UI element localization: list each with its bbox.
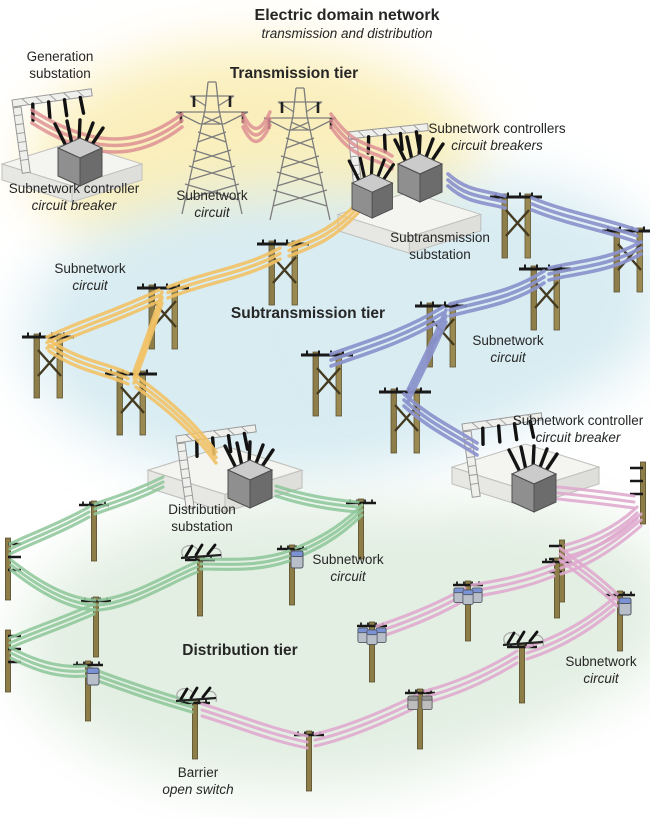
label-generation-substation: Generation substation — [26, 49, 94, 82]
pole-transformer-icon — [618, 597, 632, 616]
subtransmission-lines-east — [329, 172, 643, 457]
label-subtransmission-controllers: Subnetwork controllers circuit breakers — [428, 121, 566, 154]
label-subtransmission-substation: Subtransmission substation — [390, 230, 490, 263]
pole-transformer-bank — [357, 627, 387, 645]
distribution-lines-east — [200, 485, 643, 750]
tier-label-subtransmission: Subtransmission tier — [230, 305, 386, 322]
transmission-lines — [30, 108, 394, 171]
pole-transformer-icon — [86, 667, 100, 686]
label-subtransmission-circuit-east: Subnetwork circuit — [472, 333, 544, 366]
distribution-tint — [20, 500, 650, 790]
subtransmission-lines-west — [45, 200, 360, 465]
pole-transformer-icon — [290, 550, 304, 569]
label-generation-controller: Subnetwork controller circuit breaker — [8, 181, 140, 214]
diagram-subtitle: transmission and distribution — [261, 26, 433, 41]
pole-transformer-bank — [453, 587, 483, 605]
label-transmission-circuit: Subnetwork circuit — [176, 188, 248, 221]
label-distribution-circuit-west: Subnetwork circuit — [312, 552, 384, 585]
label-barrier-open-switch: Barrier open switch — [162, 765, 234, 798]
label-subtransmission-circuit-west: Subnetwork circuit — [54, 261, 126, 294]
label-distribution-circuit-east: Subnetwork circuit — [565, 654, 637, 687]
label-distribution-controller: Subnetwork controller circuit breaker — [512, 413, 644, 446]
label-distribution-substation: Distribution substation — [168, 502, 236, 535]
tier-label-distribution: Distribution tier — [182, 642, 298, 659]
diagram-title: Electric domain network — [254, 7, 440, 24]
tier-label-transmission: Transmission tier — [229, 65, 359, 82]
